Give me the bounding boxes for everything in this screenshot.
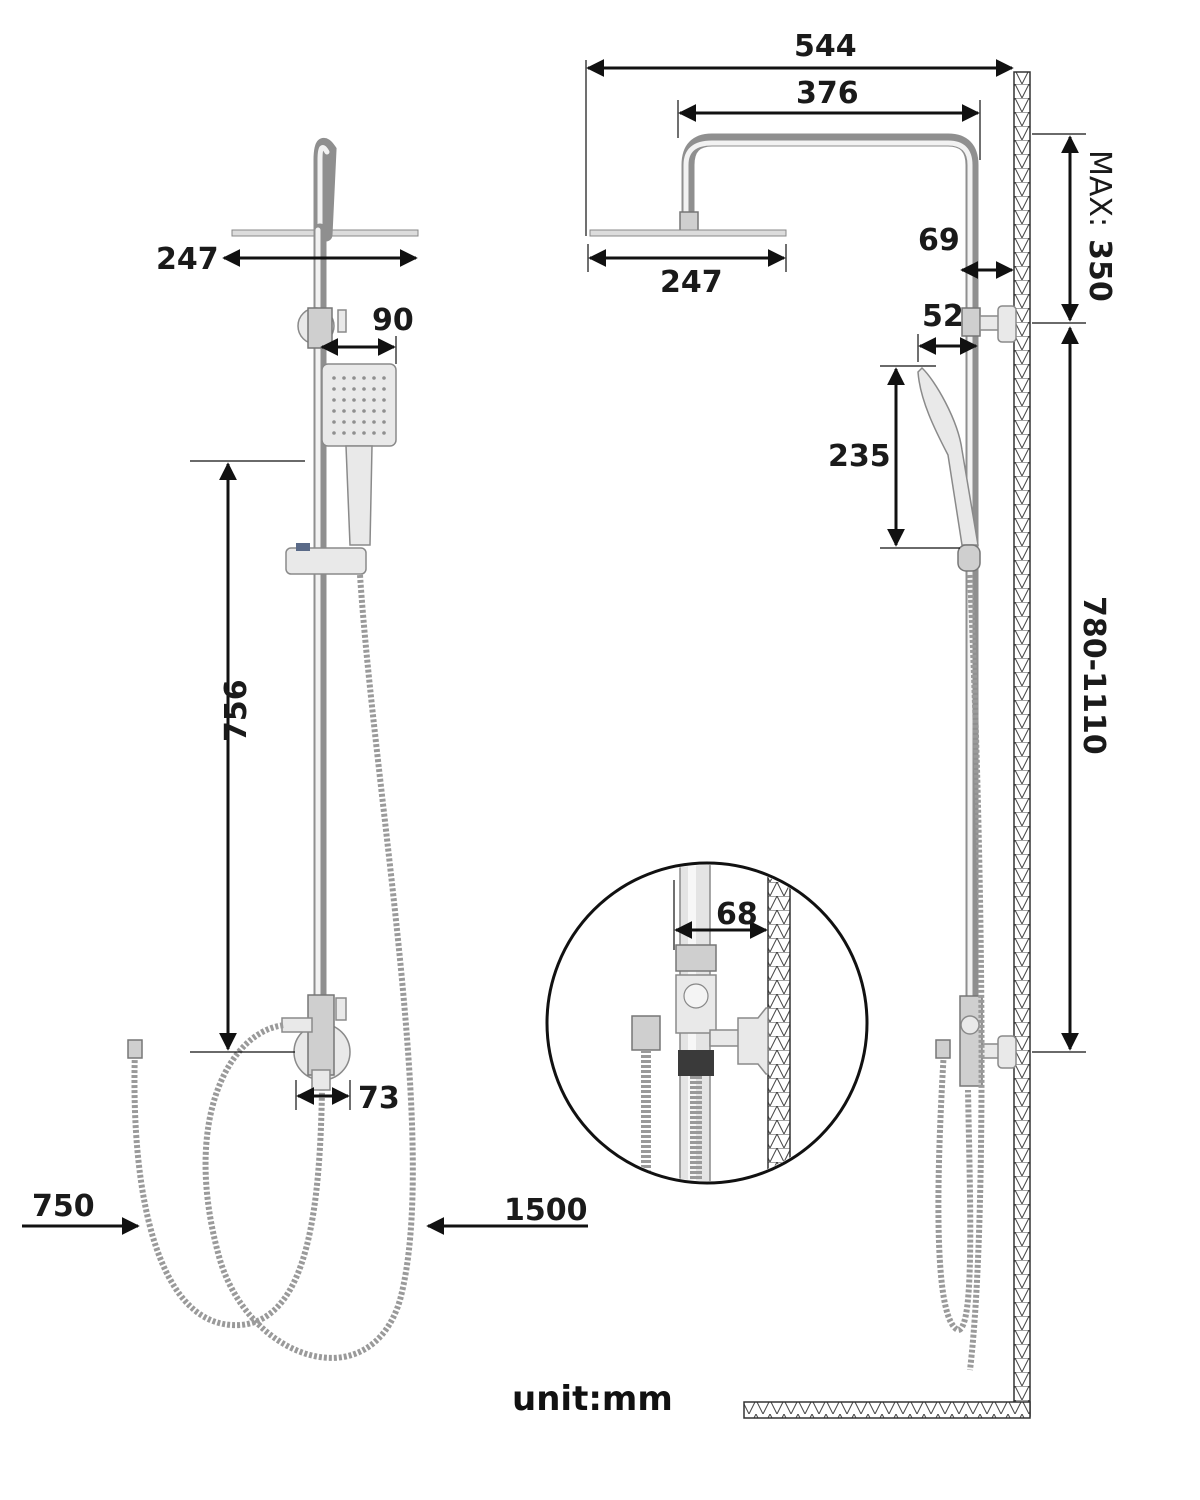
dim-top-max-value: 350 bbox=[1082, 239, 1117, 302]
nozzle-dot bbox=[362, 420, 366, 424]
dim-wall-offset: 69 bbox=[918, 223, 960, 258]
nozzle-dot bbox=[352, 420, 356, 424]
short-hose bbox=[131, 1049, 325, 1329]
dim-total-reach: 544 bbox=[794, 29, 857, 64]
nozzle-dot bbox=[362, 409, 366, 413]
dim-short-hose: 750 bbox=[32, 1189, 95, 1224]
nozzle-dot bbox=[332, 398, 336, 402]
nozzle-dot bbox=[372, 409, 376, 413]
nozzle-dot bbox=[382, 409, 386, 413]
nozzle-dot bbox=[332, 376, 336, 380]
nozzle-dot bbox=[372, 420, 376, 424]
nozzle-dot bbox=[382, 398, 386, 402]
side-top-bracket bbox=[961, 305, 1017, 343]
nozzle-dot bbox=[342, 376, 346, 380]
side-bottom-bracket bbox=[959, 995, 1017, 1087]
diverter-valve bbox=[281, 994, 351, 1091]
dim-left-holder-offset: 90 bbox=[372, 303, 414, 338]
nozzle-dot bbox=[342, 409, 346, 413]
nozzle-dot bbox=[332, 387, 336, 391]
nozzle-dot bbox=[382, 376, 386, 380]
dim-left-diverter-width: 73 bbox=[358, 1081, 400, 1116]
unit-label: unit:mm bbox=[512, 1379, 673, 1419]
hand-shower bbox=[321, 363, 397, 546]
nozzle-dot bbox=[372, 431, 376, 435]
nozzle-dot bbox=[342, 431, 346, 435]
nozzle-dot bbox=[352, 409, 356, 413]
nozzle-dot bbox=[342, 420, 346, 424]
nozzle-dot bbox=[352, 398, 356, 402]
dim-top-max-label: MAX: bbox=[1082, 150, 1117, 227]
dim-detail-wall-offset: 68 bbox=[716, 897, 758, 932]
dim-left-rail-length: 756 bbox=[219, 679, 254, 742]
detail-callout: 68 bbox=[545, 861, 869, 1185]
nozzle-dot bbox=[342, 387, 346, 391]
nozzle-dot bbox=[362, 376, 366, 380]
dim-side-head-width: 247 bbox=[660, 265, 723, 300]
nozzle-dot bbox=[372, 376, 376, 380]
detail-wall-bracket bbox=[737, 1007, 769, 1075]
side-hand-shower bbox=[917, 366, 979, 546]
wall bbox=[1013, 71, 1031, 1417]
nozzle-dot bbox=[352, 387, 356, 391]
nozzle-dot bbox=[332, 409, 336, 413]
nozzle-dot bbox=[352, 376, 356, 380]
nozzle-dot bbox=[372, 387, 376, 391]
front-view: 247 90 756 73 750 1500 bbox=[22, 137, 588, 1361]
nozzle-dot bbox=[372, 398, 376, 402]
side-rain-head bbox=[589, 229, 787, 237]
nozzle-dot bbox=[382, 431, 386, 435]
nozzle-dot bbox=[352, 431, 356, 435]
dim-long-hose: 1500 bbox=[504, 1193, 588, 1228]
dim-top-max: MAX: 350 bbox=[1082, 150, 1117, 302]
dim-arm-length: 376 bbox=[796, 76, 859, 111]
nozzle-dot bbox=[362, 431, 366, 435]
nozzle-dot bbox=[332, 420, 336, 424]
dim-left-head-width: 247 bbox=[156, 242, 219, 277]
nozzle-dot bbox=[332, 431, 336, 435]
side-view: 544 376 247 69 52 235 MAX: 350 780-1110 bbox=[585, 29, 1117, 1419]
nozzle-dot bbox=[382, 420, 386, 424]
floor bbox=[743, 1401, 1031, 1419]
nozzle-dot bbox=[382, 387, 386, 391]
nozzle-dot bbox=[362, 387, 366, 391]
dim-bracket-offset: 52 bbox=[922, 299, 964, 334]
nozzle-dot bbox=[362, 398, 366, 402]
dim-height-range: 780-1110 bbox=[1076, 596, 1111, 755]
slider-holder bbox=[285, 547, 367, 575]
long-hose bbox=[202, 574, 416, 1361]
dim-hand-shower-length: 235 bbox=[828, 439, 891, 474]
nozzle-dot bbox=[342, 398, 346, 402]
